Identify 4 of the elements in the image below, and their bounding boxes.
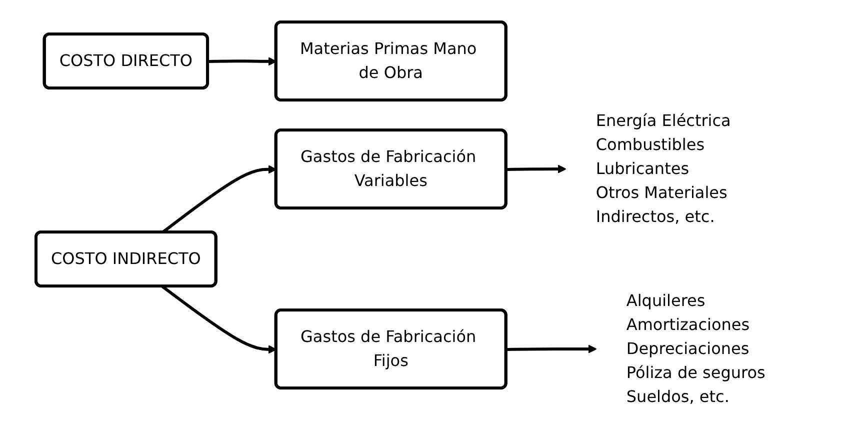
arrow: [506, 344, 597, 353]
node-text: Energía Eléctrica Combustibles Lubricantes Otros Materiales Indirectos, etc.: [596, 110, 731, 226]
node-text: Alquileres Amortizaciones Depreciaciones Póliza de seguros Sueldos, etc.: [626, 290, 766, 406]
arrow: [506, 164, 566, 173]
